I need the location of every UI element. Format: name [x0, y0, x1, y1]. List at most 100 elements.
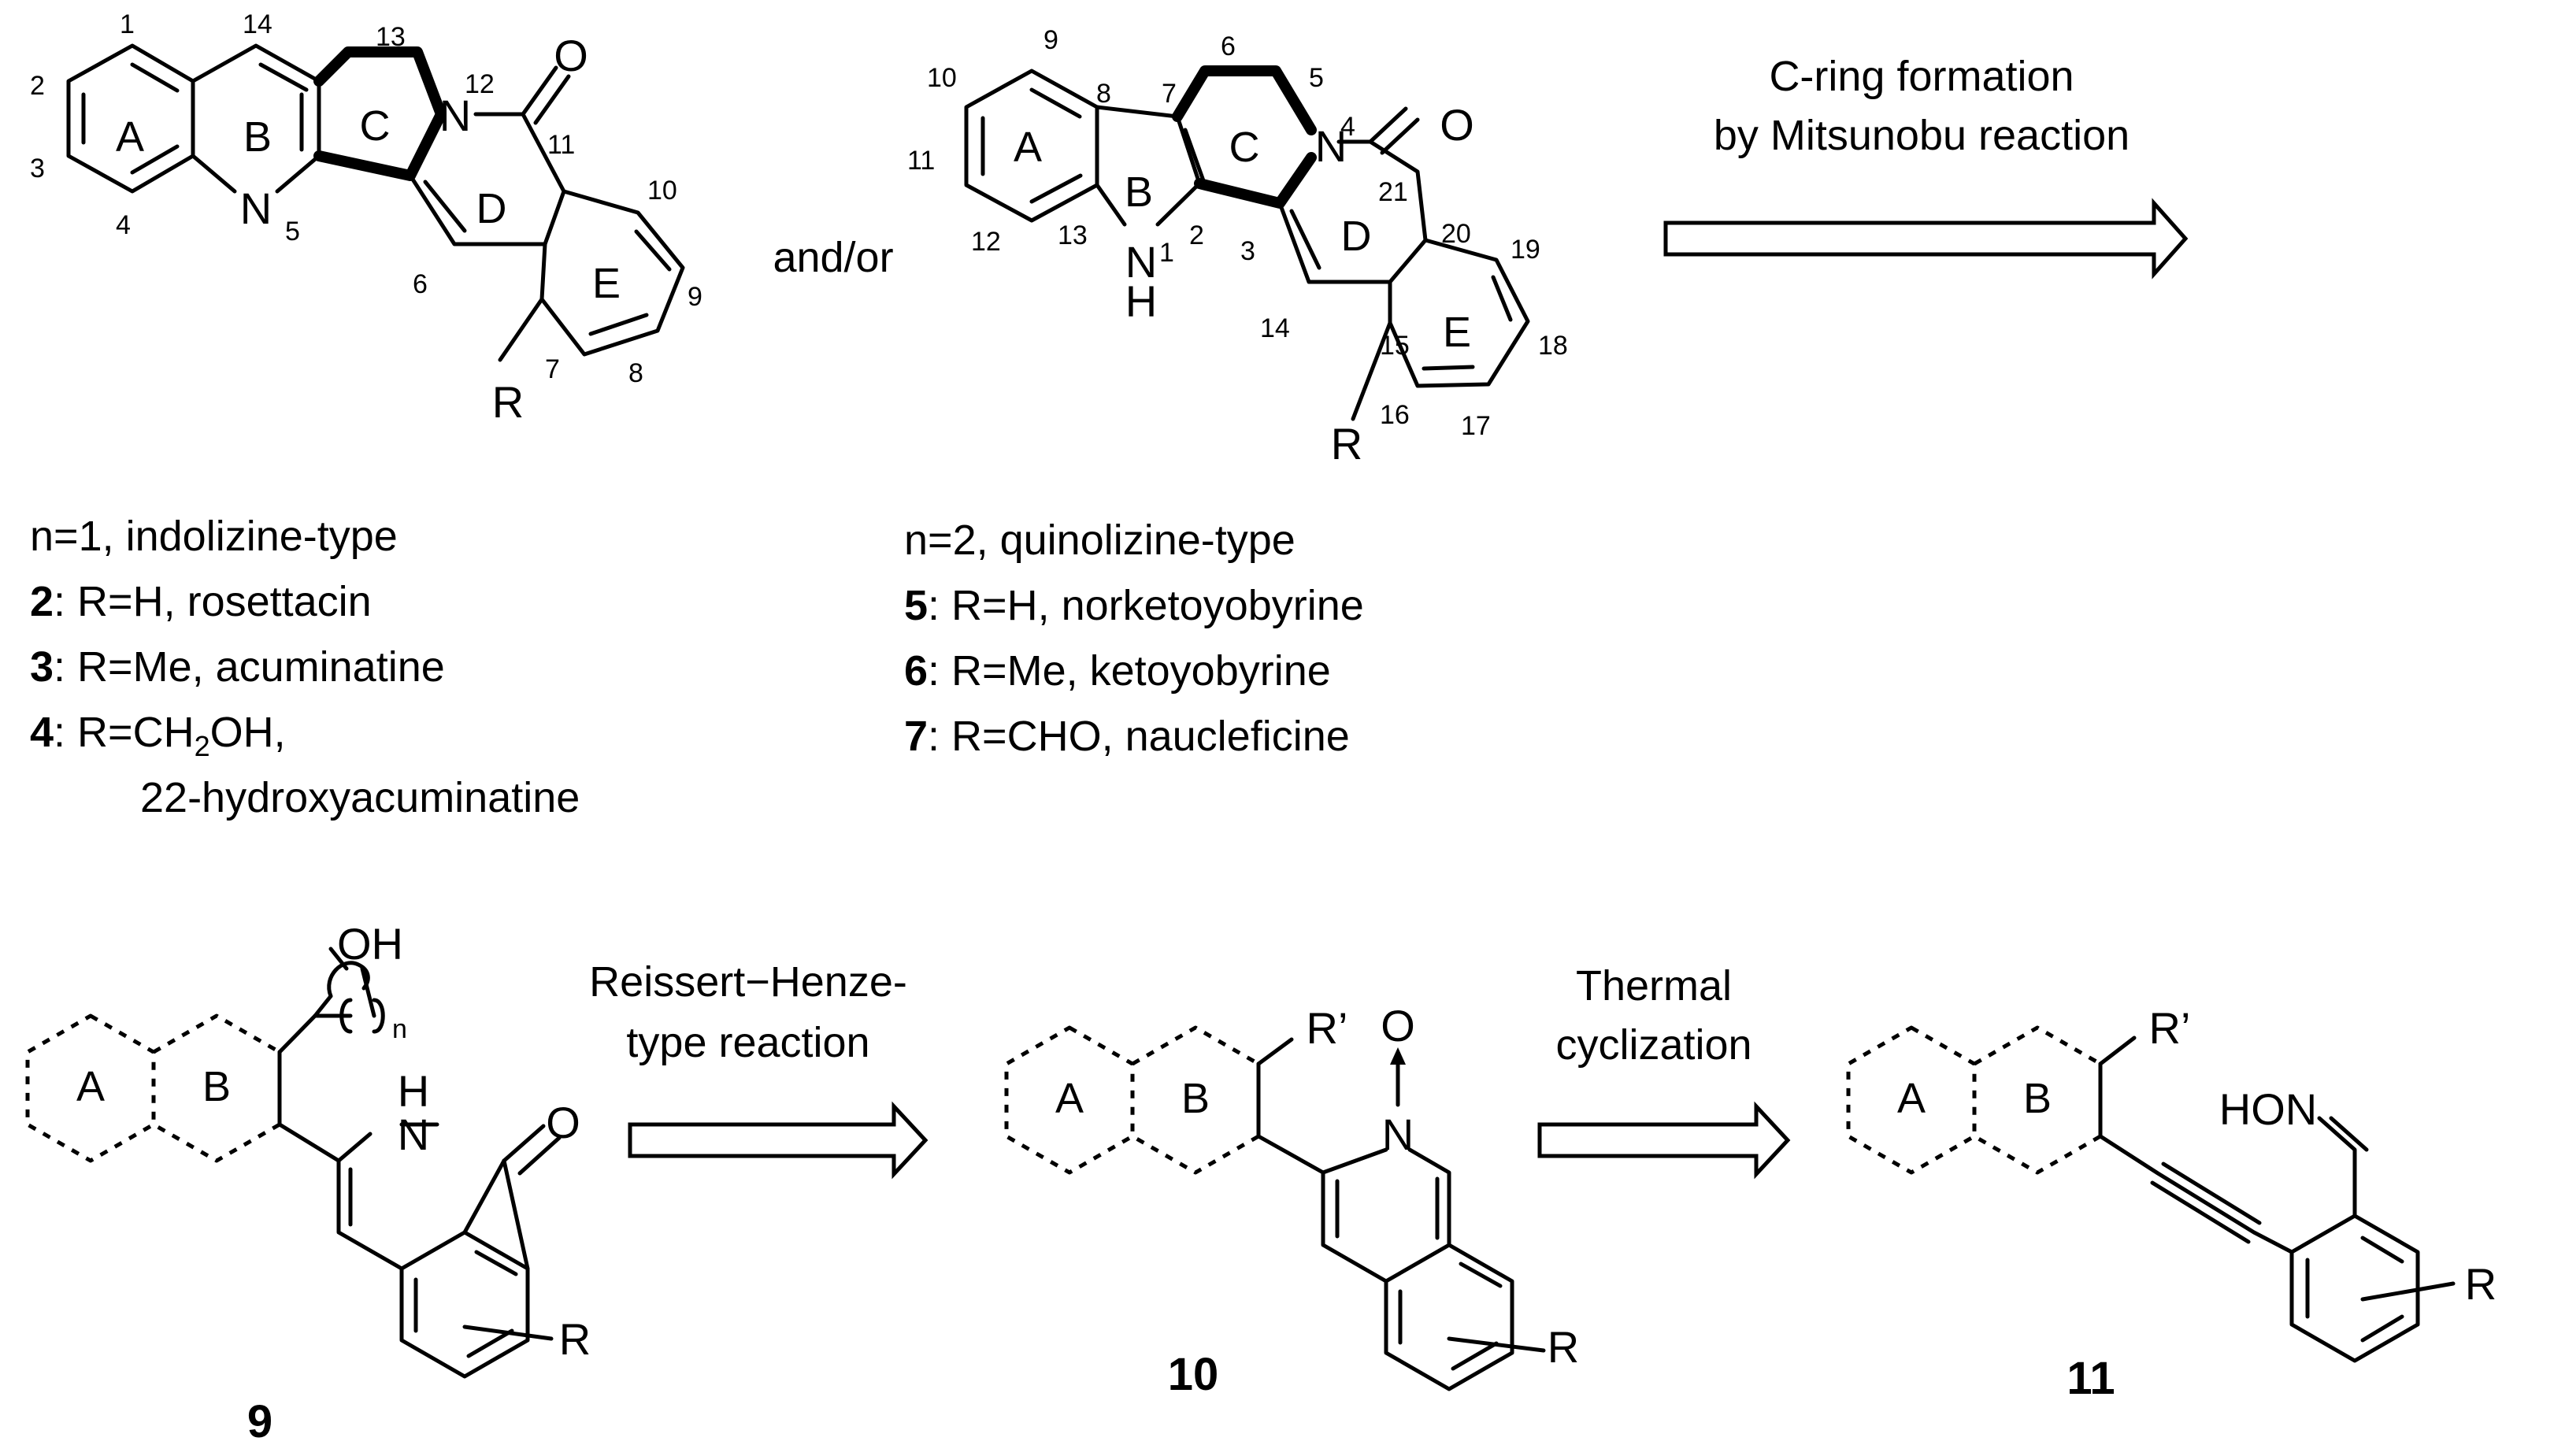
compound-description: : R=H, norketoyobyrine	[928, 582, 1364, 629]
q-locant-3: 3	[1240, 236, 1255, 266]
q-locant-9: 9	[1043, 25, 1058, 55]
quinolizine-legend: n=2, quinolizine-type 5: R=H, norketoyob…	[904, 508, 1364, 769]
legend-right-entry: 5: R=H, norketoyobyrine	[904, 573, 1364, 639]
c9-nitrogen: N	[398, 1110, 429, 1159]
mitsunobu-arrow-group: C-ring formation by Mitsunobu reaction	[1663, 53, 2189, 280]
compound-description-pre: : R=CH	[54, 709, 195, 756]
locant-12: 12	[465, 69, 495, 99]
and-or-text: and/or	[773, 234, 893, 281]
c10-oxygen: O	[1381, 1001, 1415, 1050]
mitsunobu-caption-line1: C-ring formation	[1769, 53, 2074, 100]
compound-11-structure: A B R’ HON R 11	[1846, 1003, 2497, 1404]
atom-h: H	[1125, 276, 1157, 326]
q-locant-6: 6	[1221, 31, 1236, 61]
compound-number: 5	[904, 582, 929, 629]
thermal-cyclization-arrow	[1537, 1101, 1791, 1180]
q-locant-14: 14	[1260, 313, 1290, 343]
q-locant-10: 10	[927, 63, 957, 93]
compound-description: : R=Me, acuminatine	[54, 643, 445, 691]
compound-number: 3	[30, 643, 54, 691]
compound-11-label: 11	[2067, 1353, 2115, 1404]
legend-left-entry: 4: R=CH2OH,	[30, 700, 580, 765]
reissert-henze-arrow-group: Reissert−Henze- type reaction	[589, 958, 929, 1180]
c11-oxime: HON	[2219, 1084, 2317, 1134]
legend-left-continuation: 22-hydroxyacuminatine	[140, 774, 580, 821]
q-locant-16: 16	[1380, 400, 1410, 430]
c10-ring-b: B	[1181, 1075, 1210, 1122]
q-locant-2: 2	[1189, 220, 1204, 250]
c11-r-prime: R’	[2149, 1003, 2191, 1053]
mitsunobu-caption-line2: by Mitsunobu reaction	[1714, 112, 2130, 159]
c9-ring-b: B	[202, 1063, 231, 1110]
q-locant-5: 5	[1309, 63, 1324, 93]
locant-8: 8	[628, 358, 643, 388]
ring-label-a: A	[116, 113, 144, 161]
atom-n4: N	[1315, 121, 1347, 171]
ring-label-c: C	[360, 102, 391, 150]
c9-n-subscript: n	[392, 1014, 407, 1044]
compound-description: : R=Me, ketoyobyrine	[928, 647, 1331, 695]
ring-label-d: D	[476, 185, 507, 232]
legend-left-entry: 3: R=Me, acuminatine	[30, 635, 580, 700]
q-locant-11: 11	[907, 146, 935, 176]
locant-1: 1	[120, 9, 135, 39]
quinolizine-structure: A B C D E N H 1 N 4 O R 9 10 11 12 13 8 …	[907, 25, 1568, 469]
legend-left-entry: 2: R=H, rosettacin	[30, 569, 580, 635]
compound-description: : R=CHO, naucleficine	[928, 713, 1350, 760]
mitsunobu-arrow	[1663, 198, 2189, 280]
compound-9-structure: A B OH n N H O R 9	[25, 919, 591, 1447]
q-locant-1: 1	[1159, 238, 1174, 268]
legend-right-entry: 6: R=Me, ketoyobyrine	[904, 639, 1364, 704]
compound-number: 4	[30, 709, 54, 756]
c10-r-prime: R’	[1307, 1003, 1348, 1053]
locant-11: 11	[547, 130, 575, 160]
atom-n5: N	[240, 183, 272, 233]
c10-nitrogen: N	[1382, 1110, 1414, 1159]
ring-label-e: E	[592, 260, 621, 307]
locant-7: 7	[545, 354, 560, 384]
compound-description-post: OH,	[209, 709, 286, 756]
c9-oh: OH	[337, 919, 403, 969]
atom-n1: N	[1125, 237, 1157, 287]
indolizine-structure: A B C D E N 5 N 12 O R 1 2 3 4 14 13 11 …	[30, 9, 702, 427]
atom-n12: N	[439, 91, 471, 140]
locant-14: 14	[243, 9, 272, 39]
compound-10-structure: A B R’ O N R 10	[1004, 1001, 1579, 1400]
locant-6: 6	[413, 269, 428, 299]
q-atom-oxygen: O	[1440, 100, 1474, 150]
c9-hydrogen: H	[398, 1066, 429, 1116]
q-locant-13: 13	[1058, 220, 1088, 250]
compound-description-subscript: 2	[194, 729, 210, 762]
legend-right-header: n=2, quinolizine-type	[904, 517, 1296, 564]
locant-5: 5	[285, 217, 300, 246]
q-locant-17: 17	[1461, 411, 1491, 441]
c10-r: R	[1548, 1322, 1579, 1372]
c9-ring-a: A	[76, 1063, 105, 1110]
q-ring-label-d: D	[1341, 213, 1372, 260]
q-locant-20: 20	[1441, 219, 1471, 249]
reissert-caption-line1: Reissert−Henze-	[589, 958, 907, 1006]
compound-description: : R=H, rosettacin	[54, 578, 372, 625]
q-locant-18: 18	[1538, 331, 1568, 361]
q-ring-label-c: C	[1229, 124, 1260, 171]
c11-ring-a: A	[1897, 1075, 1926, 1122]
q-locant-8: 8	[1096, 79, 1111, 109]
locant-2: 2	[30, 71, 45, 101]
reissert-henze-arrow	[628, 1101, 929, 1180]
q-locant-4: 4	[1340, 112, 1355, 142]
q-locant-7: 7	[1162, 79, 1177, 109]
locant-13: 13	[376, 22, 406, 52]
locant-4: 4	[116, 210, 131, 240]
c9-oxygen: O	[546, 1098, 580, 1147]
c11-r: R	[2465, 1259, 2497, 1309]
ring-label-b: B	[243, 113, 272, 161]
q-locant-21: 21	[1378, 177, 1408, 207]
q-locant-12: 12	[971, 227, 1001, 257]
q-locant-19: 19	[1511, 235, 1540, 265]
c9-r: R	[559, 1314, 591, 1364]
locant-9: 9	[688, 282, 702, 312]
q-locant-15: 15	[1380, 331, 1410, 361]
legend-left-header: n=1, indolizine-type	[30, 513, 398, 560]
q-ring-label-a: A	[1014, 124, 1042, 171]
